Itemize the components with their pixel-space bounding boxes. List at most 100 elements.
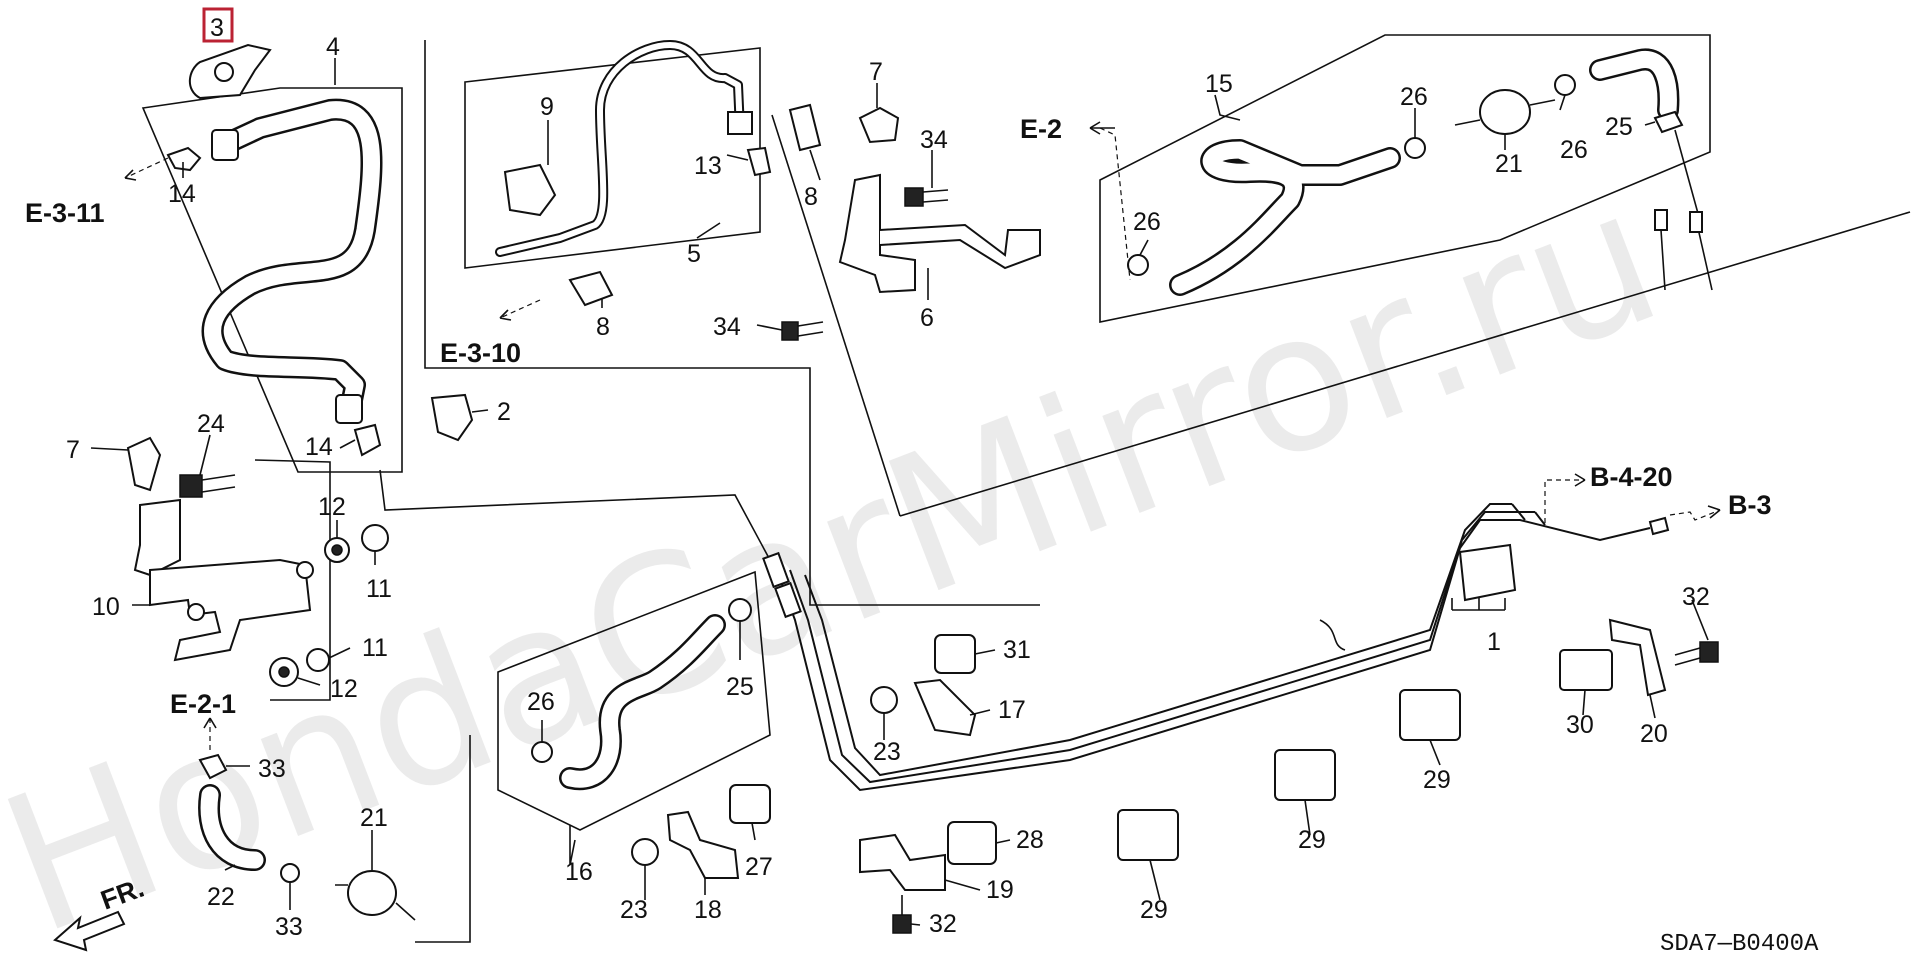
part-26-clamp-c (1127, 254, 1149, 276)
label-20: 20 (1640, 720, 1668, 748)
part-5-pipe (495, 40, 753, 257)
label-5: 5 (687, 240, 701, 268)
part-21-filter-upper (1454, 89, 1556, 135)
label-14b: 14 (305, 433, 333, 461)
label-25a: 25 (1605, 113, 1633, 141)
part-22-hose (198, 784, 266, 871)
label-29a: 29 (1140, 896, 1168, 924)
label-29c: 29 (1423, 766, 1451, 794)
part-7-clip-upper (858, 106, 900, 144)
part-14-clip-lower (353, 423, 382, 457)
part-25-clamp-lower (728, 598, 752, 622)
label-28: 28 (1016, 826, 1044, 854)
part-21-hose-upper (1589, 48, 1680, 121)
part-30-clip (1559, 649, 1613, 691)
label-11a: 11 (366, 575, 392, 603)
label-29b: 29 (1298, 826, 1326, 854)
part-20-bracket (1608, 618, 1667, 697)
part-33-clamp-upper (198, 753, 228, 780)
label-26a: 26 (1400, 83, 1428, 111)
label-26c: 26 (1133, 208, 1161, 236)
part-24-bolt (179, 474, 236, 498)
part-11-upper (361, 524, 389, 552)
part-29-clip-b (1274, 749, 1336, 801)
part-26-clamp-b (1554, 74, 1576, 96)
part-29-clip-c (1399, 689, 1461, 741)
ref-b-3: B-3 (1728, 490, 1772, 520)
part-34-bolt-lower (781, 321, 824, 341)
leader-lines (90, 58, 1709, 926)
ref-e-2: E-2 (1020, 114, 1062, 144)
part-4-hose (201, 98, 383, 424)
part-8-clip-lower (568, 270, 614, 307)
label-4: 4 (326, 33, 340, 61)
part-17-bracket (913, 678, 977, 737)
label-11b: 11 (362, 634, 388, 662)
part-9-clip (503, 163, 557, 217)
label-33a: 33 (258, 755, 286, 783)
label-23a: 23 (873, 738, 901, 766)
part-11-lower (306, 648, 330, 672)
label-16: 16 (565, 858, 593, 886)
part-21-filter-lower (335, 870, 416, 921)
label-30: 30 (1566, 711, 1594, 739)
part-32-bolt-upper (1674, 641, 1719, 666)
part-10-bracket (133, 498, 314, 662)
part-25-clamp-upper (1653, 110, 1684, 134)
part-16-hose (559, 614, 726, 791)
part-12-upper (324, 537, 350, 563)
ref-b-4-20: B-4-20 (1590, 462, 1673, 492)
part-26-clamp-a (1404, 137, 1426, 159)
group-outlines (141, 34, 1911, 943)
label-13: 13 (694, 152, 722, 180)
part-28-clip (947, 821, 997, 865)
label-33b: 33 (275, 913, 303, 941)
label-21b: 21 (360, 804, 388, 832)
part-29-clip-a (1117, 809, 1179, 861)
label-14a: 14 (168, 180, 196, 208)
label-34a: 34 (920, 126, 948, 154)
label-22: 22 (207, 883, 235, 911)
label-27: 27 (745, 853, 773, 881)
part-34-bolt-upper (904, 187, 949, 207)
label-32a: 32 (1682, 583, 1710, 611)
part-26-clamp-d (531, 741, 553, 763)
label-26d: 26 (527, 688, 555, 716)
label-34b: 34 (713, 313, 741, 341)
label-18: 18 (694, 896, 722, 924)
part-19-bracket (859, 833, 946, 891)
part-14-clip-upper (166, 146, 202, 172)
label-8b: 8 (596, 313, 610, 341)
label-6: 6 (920, 304, 934, 332)
label-9: 9 (540, 93, 554, 121)
part-32-bolt-lower (892, 895, 912, 934)
part-2-clip (430, 393, 474, 442)
label-2: 2 (497, 398, 511, 426)
part-23-grommet-a (870, 686, 898, 714)
label-31: 31 (1003, 636, 1031, 664)
watermark: HondaCarMirror.ru (0, 145, 1685, 959)
part-13-clip (746, 146, 772, 177)
label-17: 17 (998, 696, 1026, 724)
label-15: 15 (1205, 70, 1233, 98)
label-7b: 7 (66, 436, 80, 464)
part-12-lower (269, 657, 299, 687)
ref-e-2-1: E-2-1 (170, 689, 236, 719)
label-3: 3 (210, 14, 224, 42)
label-12b: 12 (330, 675, 358, 703)
label-26b: 26 (1560, 136, 1588, 164)
connector-lines-right (1654, 129, 1713, 291)
highlight-box (202, 7, 234, 43)
label-21a: 21 (1495, 150, 1523, 178)
label-19: 19 (986, 876, 1014, 904)
part-27-clip (729, 784, 771, 824)
label-32b: 32 (929, 910, 957, 938)
part-8-clip-upper (788, 103, 822, 152)
diagram-code: SDA7—B0400A (1660, 931, 1819, 958)
label-8a: 8 (804, 183, 818, 211)
fuel-pipe-assembly (762, 503, 1670, 792)
part-7-clip-lower (126, 436, 162, 492)
label-24: 24 (197, 410, 225, 438)
